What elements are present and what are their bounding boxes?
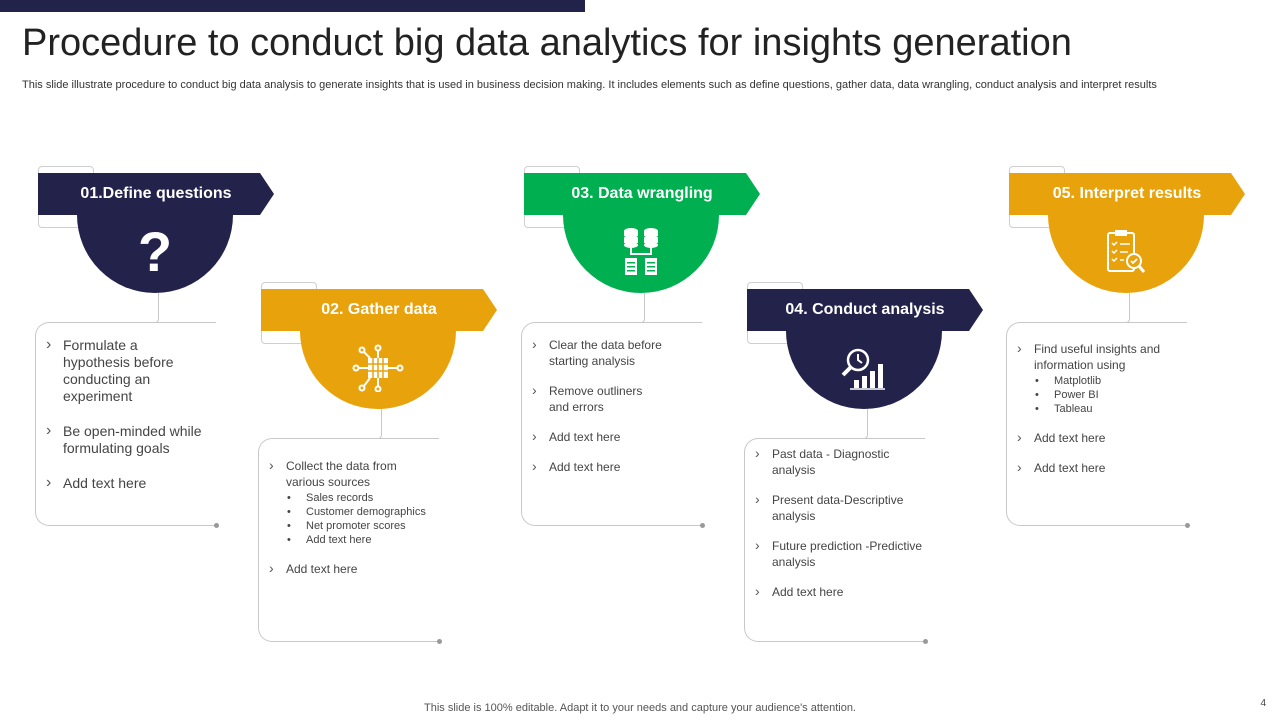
list-item: Add text here (269, 560, 431, 577)
list-item: Add text here (1017, 459, 1179, 476)
sub-list-item: Net promoter scores (287, 519, 406, 533)
step-items: Collect the data from various sources Sa… (259, 439, 439, 591)
step-ribbon: 01.Define questions (38, 173, 274, 215)
sub-list-item: Matplotlib (1035, 374, 1179, 388)
step-items: Clear the data before starting analysis … (522, 323, 702, 489)
step-content-box: Formulate a hypothesis before conducting… (35, 322, 219, 528)
question-mark-icon: ? (138, 225, 172, 279)
clipboard-check-icon (1107, 230, 1146, 273)
sub-list-item: Tableau (1035, 402, 1179, 416)
sub-list-item: Sales records (287, 491, 431, 505)
step-conduct-analysis: 04. Conduct analysis Past data - Diagnos… (744, 282, 987, 644)
step-items: Past data - Diagnostic analysis Present … (745, 439, 925, 614)
connector (1126, 293, 1130, 323)
box-end-dot (923, 639, 928, 644)
step-content-box: Past data - Diagnostic analysis Present … (744, 438, 928, 644)
connector (864, 409, 868, 439)
connector (641, 293, 645, 323)
list-item: Clear the data before starting analysis (532, 336, 679, 369)
step-content-box: Clear the data before starting analysis … (521, 322, 705, 528)
sub-list-item: Customer demographics (287, 505, 431, 519)
list-item: Add text here (1017, 429, 1179, 446)
box-end-dot (700, 523, 705, 528)
list-item: Add text here (46, 474, 208, 492)
list-item: Formulate a hypothesis before conducting… (46, 336, 208, 405)
sub-list-item: Add text here (287, 533, 431, 547)
step-content-box: Collect the data from various sources Sa… (258, 438, 442, 644)
list-item: Future prediction -Predictive analysis (755, 537, 942, 570)
list-item: Remove outliners and errors (532, 382, 659, 415)
step-icon-holder (1048, 215, 1204, 293)
list-item: Past data - Diagnostic analysis (755, 445, 897, 478)
step-ribbon: 03. Data wrangling (524, 173, 760, 215)
data-network-icon (352, 344, 404, 392)
step-label: 05. Interpret results (1052, 185, 1202, 202)
analysis-chart-icon (841, 348, 885, 390)
step-label: 01.Define questions (80, 185, 232, 202)
step-label: 04. Conduct analysis (785, 301, 945, 318)
footer-note: This slide is 100% editable. Adapt it to… (424, 702, 856, 714)
box-end-dot (437, 639, 442, 644)
top-accent-bar (0, 0, 585, 12)
sub-list: Sales records Customer demographics Net … (286, 491, 431, 547)
step-ribbon: 04. Conduct analysis (747, 289, 983, 331)
list-item: Add text here (532, 428, 694, 445)
list-item: Present data-Descriptive analysis (755, 491, 922, 524)
list-item: Be open-minded while formulating goals (46, 422, 208, 457)
step-define-questions: 01.Define questions ? Formulate a hypoth… (35, 166, 278, 528)
step-icon-holder (786, 331, 942, 409)
svg-text:?: ? (138, 225, 172, 279)
step-label: 02. Gather data (321, 301, 437, 318)
box-end-dot (1185, 523, 1190, 528)
step-items: Formulate a hypothesis before conducting… (36, 323, 216, 524)
list-item-text: Collect the data from various sources (286, 459, 397, 489)
sub-list: Matplotlib Power BI Tableau (1034, 374, 1179, 416)
step-interpret-results: 05. Interpret results Find useful insigh… (1006, 166, 1249, 528)
step-ribbon: 02. Gather data (261, 289, 497, 331)
step-items: Find useful insights and information usi… (1007, 323, 1187, 490)
list-item-text: Find useful insights and information usi… (1034, 342, 1161, 372)
box-end-dot (214, 523, 219, 528)
list-item: Add text here (532, 458, 694, 475)
sub-list-item: Power BI (1035, 388, 1179, 402)
list-item: Add text here (755, 583, 917, 600)
step-gather-data: 02. Gather data Collect the data from va… (258, 282, 501, 644)
list-item: Find useful insights and information usi… (1017, 340, 1179, 416)
step-ribbon: 05. Interpret results (1009, 173, 1245, 215)
connector (378, 409, 382, 439)
page-number: 4 (1260, 698, 1266, 709)
connector (155, 293, 159, 323)
database-servers-icon (624, 228, 658, 275)
step-label: 03. Data wrangling (571, 185, 713, 202)
step-content-box: Find useful insights and information usi… (1006, 322, 1190, 528)
step-data-wrangling: 03. Data wrangling Clear the data before… (521, 166, 764, 528)
step-icon-holder: ? (77, 215, 233, 293)
page-subtitle: This slide illustrate procedure to condu… (22, 79, 1157, 91)
list-item: Collect the data from various sources Sa… (269, 457, 431, 547)
page-title: Procedure to conduct big data analytics … (22, 22, 1072, 64)
step-icon-holder (300, 331, 456, 409)
step-icon-holder (563, 215, 719, 293)
